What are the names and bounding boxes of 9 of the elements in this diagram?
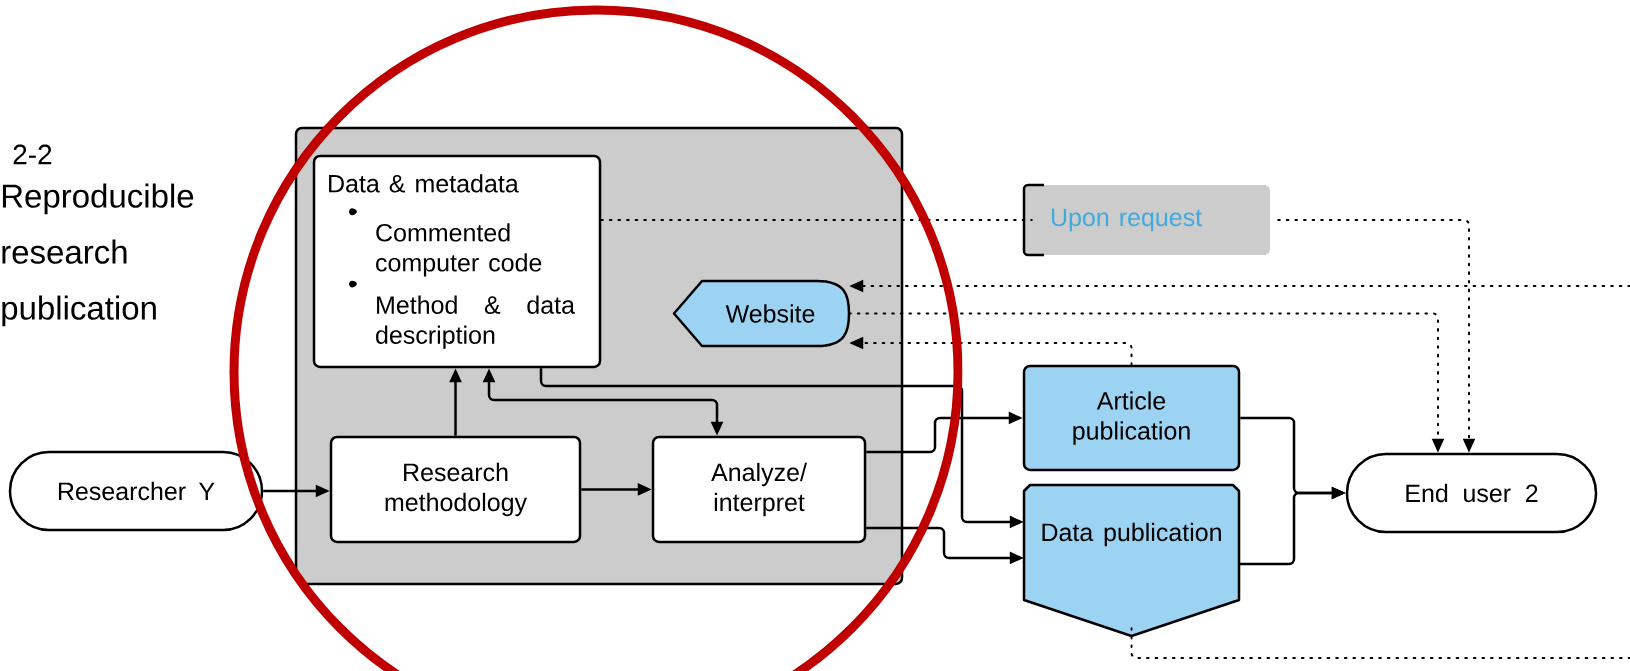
process-box: Article publication [1022, 364, 1241, 472]
pentagon-box: Data publication [1022, 483, 1241, 638]
side-label: Reproducible research publication [2, 183, 194, 327]
process-box: Analyze/ interpret [651, 435, 867, 544]
process-box: Research methodology [329, 435, 582, 544]
connector-line [600, 219, 1033, 221]
note-box: Upon request [1022, 183, 1270, 257]
process-box: Data & metadata Commented computer code Method & data description [312, 154, 602, 369]
side-label: 2-2 [13, 144, 52, 165]
